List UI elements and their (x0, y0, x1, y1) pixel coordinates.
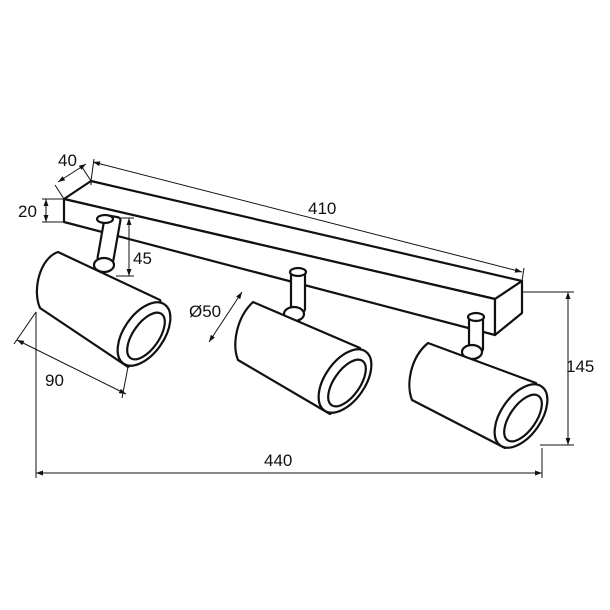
dimension-rail-length-label: 410 (308, 199, 336, 218)
spotlight-middle (234, 266, 373, 416)
dimension-stem: 45 (116, 217, 152, 277)
dimension-total-length: 440 (35, 312, 543, 478)
spotlight-right-stem-cap (466, 311, 486, 323)
dimension-depth-label: 40 (58, 151, 77, 170)
dimension-lamp-length-label: 90 (45, 371, 64, 390)
dimension-depth: 40 (54, 151, 92, 200)
dimension-total-height: 145 (522, 291, 594, 446)
spotlight-right-lens (503, 393, 543, 443)
dimension-diameter-label: Ø50 (189, 302, 221, 321)
spotlight-right (408, 311, 549, 450)
dimension-rail-length: 410 (90, 158, 525, 282)
spotlight-left-lens (126, 311, 166, 361)
dimension-total-length-label: 440 (264, 451, 292, 470)
dimension-total-height-label: 145 (566, 357, 594, 376)
dimension-lamp-length: 90 (13, 311, 129, 399)
spotlight-middle-stem-cap (288, 266, 308, 278)
spotlight-middle-lens (327, 358, 367, 408)
dimension-rail-height-label: 20 (18, 202, 37, 221)
dimension-diameter: Ø50 (189, 291, 243, 343)
spotlight-left-stem-cap (95, 213, 115, 225)
dimension-rail-height: 20 (18, 198, 64, 223)
rail-end-face (493, 279, 524, 337)
dimension-stem-label: 45 (133, 249, 152, 268)
